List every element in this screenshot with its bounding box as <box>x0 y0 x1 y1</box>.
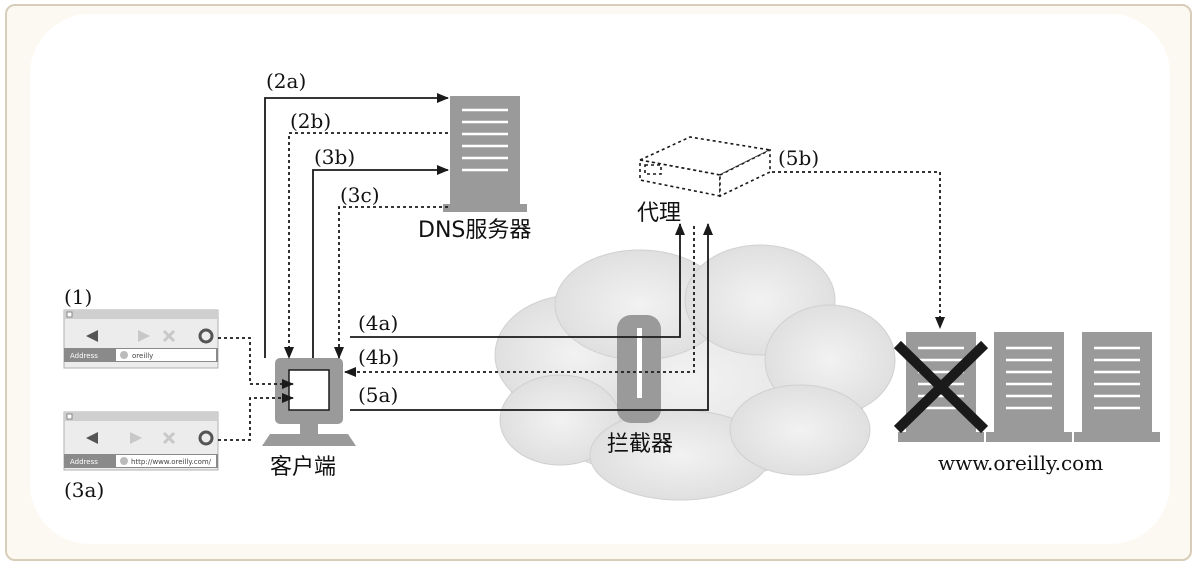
arrow-4a <box>350 223 685 338</box>
back-arrow-icon[interactable] <box>86 432 98 444</box>
back-arrow-icon[interactable] <box>86 330 98 342</box>
client-computer-icon <box>262 358 356 446</box>
address-input-2[interactable] <box>116 455 216 467</box>
website-label: www.oreilly.com <box>938 451 1103 475</box>
interceptor-icon <box>617 315 661 423</box>
label-5a: (5a) <box>358 383 398 407</box>
address-url-2: http://www.oreilly.com/ <box>131 458 212 466</box>
browser-window-1: Address oreilly <box>63 309 219 369</box>
browser-window-2: Address http://www.oreilly.com/ <box>63 411 219 471</box>
address-label-2: Address <box>70 458 98 466</box>
label-5b: (5b) <box>778 146 819 170</box>
forward-arrow-icon[interactable] <box>138 330 150 342</box>
refresh-icon[interactable] <box>198 328 214 344</box>
arrow-5b <box>772 171 945 329</box>
label-4b: (4b) <box>358 345 399 369</box>
internet-cloud <box>494 244 896 501</box>
web-server-icon-3 <box>1074 332 1160 442</box>
proxy-label: 代理 <box>637 201 681 226</box>
arrow-2a <box>264 93 449 358</box>
stop-icon[interactable] <box>162 329 176 343</box>
dns-server-label: DNS服务器 <box>418 218 531 243</box>
arrow-5a <box>350 223 713 411</box>
interceptor-label: 拦截器 <box>607 432 673 457</box>
forward-arrow-icon[interactable] <box>130 432 142 444</box>
stop-icon[interactable] <box>162 431 176 445</box>
label-2b: (2b) <box>290 109 331 133</box>
arrow-3b <box>312 165 449 358</box>
refresh-icon[interactable] <box>198 430 214 446</box>
dns-server-icon <box>443 96 527 212</box>
arrow-2b <box>284 132 448 359</box>
label-3b: (3b) <box>314 145 355 169</box>
arrow-3c <box>334 206 448 359</box>
arrow-4b <box>344 226 695 377</box>
label-4a: (4a) <box>358 311 398 335</box>
address-label-1: Address <box>70 352 98 360</box>
address-url-1: oreilly <box>132 352 153 360</box>
arrow-1 <box>218 337 294 389</box>
proxy-icon <box>637 136 773 198</box>
label-2a: (2a) <box>266 69 306 93</box>
label-1: (1) <box>64 285 92 309</box>
label-3c: (3c) <box>340 183 380 207</box>
blocked-x-icon <box>893 340 989 434</box>
label-3a: (3a) <box>64 478 104 502</box>
address-input-1[interactable] <box>116 349 216 361</box>
web-server-icon-2 <box>986 332 1072 442</box>
client-label: 客户端 <box>270 455 336 480</box>
